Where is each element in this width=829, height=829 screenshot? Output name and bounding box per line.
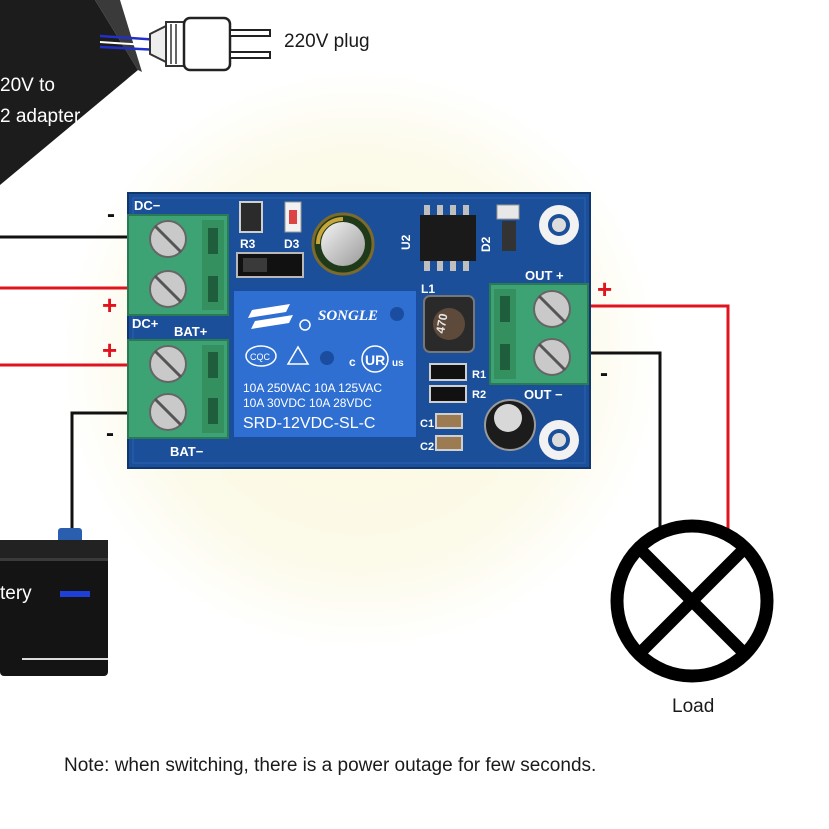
adapter-label: 20V to 2 adapter bbox=[0, 70, 80, 132]
terminal-battery bbox=[127, 339, 229, 439]
label-bat-minus: BAT− bbox=[170, 444, 204, 459]
capacitor-c2 bbox=[435, 435, 463, 451]
wires bbox=[0, 235, 730, 530]
relay-model: SRD-12VDC-SL-C bbox=[243, 415, 375, 432]
polarity-signs: - + + - + - bbox=[102, 201, 612, 447]
battery bbox=[0, 528, 108, 676]
label-u2: U2 bbox=[399, 234, 413, 250]
dc-plus-sign: + bbox=[102, 290, 117, 320]
terminal-output bbox=[489, 283, 589, 385]
songle-logo-icon bbox=[248, 304, 293, 329]
relay-brand: SONGLE bbox=[318, 308, 378, 324]
label-r2: R2 bbox=[472, 389, 486, 401]
label-dc-minus: DC− bbox=[134, 198, 161, 213]
dc-minus-sign: - bbox=[107, 201, 115, 228]
ul-text: us bbox=[392, 358, 404, 369]
capacitor-c1 bbox=[435, 413, 463, 429]
resistor-r2 bbox=[429, 385, 467, 403]
out-minus-sign: - bbox=[600, 360, 608, 387]
battery-label: tery bbox=[0, 583, 32, 604]
adapter-label-line2: 2 adapter bbox=[0, 106, 81, 127]
diode-d2 bbox=[496, 204, 520, 220]
battery-minus-marker bbox=[60, 591, 90, 597]
label-d3: D3 bbox=[284, 237, 300, 251]
c-mark: c bbox=[349, 355, 356, 369]
mounting-hole bbox=[539, 420, 579, 460]
relay: SONGLE CQC c UR us 10A 250VAC 10A 125VAC… bbox=[232, 289, 418, 439]
label-bat-plus: BAT+ bbox=[174, 324, 208, 339]
note-text: Note: when switching, there is a power o… bbox=[64, 755, 597, 776]
label-out-plus: OUT + bbox=[525, 268, 564, 283]
relay-rating-line1: 10A 250VAC 10A 125VAC bbox=[243, 381, 382, 395]
load-lamp-icon bbox=[610, 519, 774, 683]
label-dc-plus: DC+ bbox=[132, 316, 159, 331]
label-d2: D2 bbox=[479, 236, 493, 252]
resistor-r3 bbox=[239, 201, 263, 233]
label-r1: R1 bbox=[472, 369, 486, 381]
mounting-hole bbox=[539, 205, 579, 245]
label-c1: C1 bbox=[420, 418, 434, 430]
ul-mark-icon: UR bbox=[361, 345, 389, 373]
pcb-board: DC− DC+ BAT+ BAT− OUT + OUT − R3 D3 L1 R… bbox=[127, 192, 591, 469]
label-c2: C2 bbox=[420, 441, 434, 453]
resistor-r1 bbox=[429, 363, 467, 381]
inductor-value: 470 bbox=[433, 312, 450, 334]
out-plus-sign: + bbox=[597, 274, 612, 304]
capacitor-large bbox=[311, 212, 375, 276]
load-label: Load bbox=[672, 696, 715, 717]
capacitor-small bbox=[484, 399, 536, 451]
label-l1: L1 bbox=[421, 282, 435, 296]
cqc-mark-icon: CQC bbox=[245, 345, 277, 367]
terminal-dc-input bbox=[127, 214, 229, 316]
plug-label: 220V plug bbox=[284, 31, 370, 52]
label-r3: R3 bbox=[240, 237, 256, 251]
cqc-text: CQC bbox=[250, 352, 271, 362]
warning-triangle-icon bbox=[286, 345, 310, 365]
adapter-label-line1: 20V to bbox=[0, 75, 55, 96]
ac-plug bbox=[149, 16, 271, 72]
relay-rating-line2: 10A 30VDC 10A 28VDC bbox=[243, 396, 372, 410]
bat-plus-sign: + bbox=[102, 335, 117, 365]
inductor-l1: 470 bbox=[423, 295, 475, 353]
bat-minus-sign: - bbox=[106, 420, 114, 447]
chip-u2 bbox=[420, 205, 476, 271]
svg-text:UR: UR bbox=[365, 352, 385, 368]
label-out-minus: OUT − bbox=[524, 387, 563, 402]
